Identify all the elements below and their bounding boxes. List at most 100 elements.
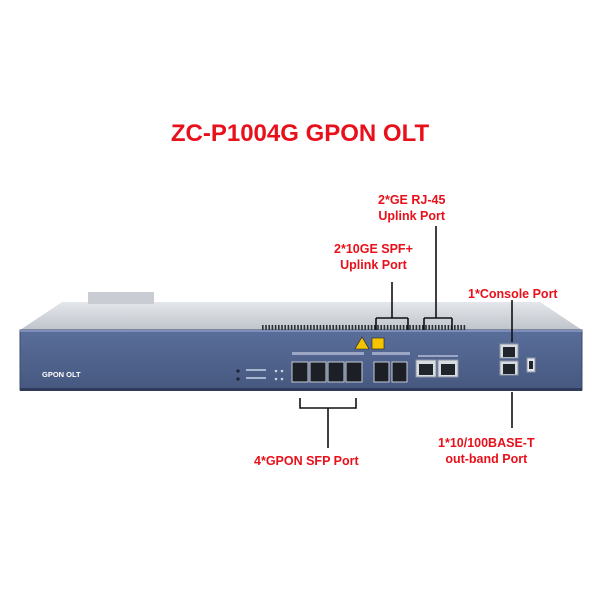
status-led: [280, 369, 284, 373]
vent-slot: [415, 325, 418, 330]
vent-slot: [351, 325, 354, 330]
gpon-sfp-port-4: [345, 361, 363, 383]
vent-slot: [284, 325, 286, 330]
vent-slot: [274, 325, 277, 330]
vent-slot: [361, 325, 363, 330]
mgmt-port-socket: [503, 364, 515, 374]
led-label: [246, 369, 266, 371]
vent-slot: [422, 325, 424, 330]
callout-line-gpon: [299, 398, 357, 448]
vent-slot: [354, 325, 357, 330]
vent-slot: [268, 325, 270, 330]
callout-line: Uplink Port: [340, 258, 407, 272]
vent-slot: [290, 325, 293, 330]
vent-slot: [428, 325, 430, 330]
status-led: [236, 377, 240, 381]
chassis-top: [20, 302, 582, 330]
vent-strip: [262, 325, 466, 330]
callout-line: out-band Port: [445, 452, 528, 466]
vent-slot: [348, 325, 350, 330]
vent-slot: [313, 325, 315, 330]
vent-slot: [402, 325, 405, 330]
vent-slot: [335, 325, 338, 330]
vent-slot: [338, 325, 341, 330]
vent-slot: [287, 325, 290, 330]
laser-warning-icon: [371, 337, 385, 350]
vent-slot: [306, 325, 309, 330]
vent-slot: [454, 325, 456, 330]
vent-slot: [297, 325, 299, 330]
vent-slot: [329, 325, 331, 330]
callout-line: 4*GPON SFP Port: [254, 454, 359, 468]
vent-slot: [441, 325, 443, 330]
laser-warning-icon: [354, 336, 370, 350]
vent-slot: [434, 325, 437, 330]
vent-slot: [265, 325, 267, 330]
vent-slot: [444, 325, 446, 330]
vent-slot: [390, 325, 392, 330]
gpon-sfp-port-3: [327, 361, 345, 383]
callout-line-sfp-plus: [375, 282, 409, 330]
brand-label: GPON OLT: [42, 370, 81, 379]
callout-mgmt: 1*10/100BASE-T out-band Port: [438, 435, 535, 467]
vent-slot: [358, 325, 360, 330]
vent-slot: [364, 325, 366, 330]
callout-line-rj45: [423, 226, 453, 330]
sfp-plus-label-bar: [372, 352, 410, 355]
vent-slot: [316, 325, 318, 330]
vent-slot: [377, 325, 379, 330]
vent-slot: [342, 325, 344, 330]
front-panel-bottom: [20, 388, 582, 391]
vent-slot: [396, 325, 398, 330]
vent-slot: [409, 325, 411, 330]
usb-port-socket: [529, 361, 533, 369]
vent-slot: [281, 325, 283, 330]
vent-slot: [383, 325, 386, 330]
callout-ge-rj45: 2*GE RJ-45 Uplink Port: [378, 192, 445, 224]
led-label: [246, 377, 266, 379]
vent-slot: [374, 325, 376, 330]
status-led: [236, 369, 240, 373]
callout-line: 1*Console Port: [468, 287, 558, 301]
callout-line: 1*10/100BASE-T: [438, 436, 535, 450]
vent-slot: [406, 325, 408, 330]
vent-slot: [412, 325, 414, 330]
vent-slot: [319, 325, 322, 330]
gpon-sfp-port-2: [309, 361, 327, 383]
vent-slot: [332, 325, 334, 330]
vent-slot: [399, 325, 402, 330]
sfp-plus-port-2: [391, 361, 408, 383]
callout-line: 2*GE RJ-45: [378, 193, 446, 207]
vent-slot: [294, 325, 296, 330]
gpon-sfp-label-bar: [292, 352, 364, 355]
vent-slot: [438, 325, 440, 330]
status-led: [274, 377, 278, 381]
vent-slot: [447, 325, 450, 330]
vent-slot: [393, 325, 395, 330]
vent-slot: [425, 325, 427, 330]
sfp-plus-port-1: [373, 361, 390, 383]
rj45-label-bar: [418, 355, 458, 357]
vent-slot: [457, 325, 459, 330]
vent-slot: [380, 325, 382, 330]
rj45-port-1-socket: [419, 364, 433, 375]
vent-slot: [271, 325, 274, 330]
vent-slot: [300, 325, 302, 330]
status-led: [280, 377, 284, 381]
product-title: ZC-P1004G GPON OLT: [170, 120, 430, 147]
vent-slot: [262, 325, 264, 330]
callout-sfp-plus: 2*10GE SPF+ Uplink Port: [334, 241, 413, 273]
vent-slot: [367, 325, 370, 330]
callout-line: 2*10GE SPF+: [334, 242, 413, 256]
vent-slot: [463, 325, 466, 330]
vent-slot: [278, 325, 280, 330]
vent-slot: [386, 325, 389, 330]
vent-slot: [345, 325, 347, 330]
front-panel-highlight: [20, 330, 582, 332]
vent-slot: [310, 325, 312, 330]
status-led: [274, 369, 278, 373]
chassis-rear-block: [88, 292, 154, 304]
vent-slot: [370, 325, 373, 330]
vent-slot: [303, 325, 306, 330]
